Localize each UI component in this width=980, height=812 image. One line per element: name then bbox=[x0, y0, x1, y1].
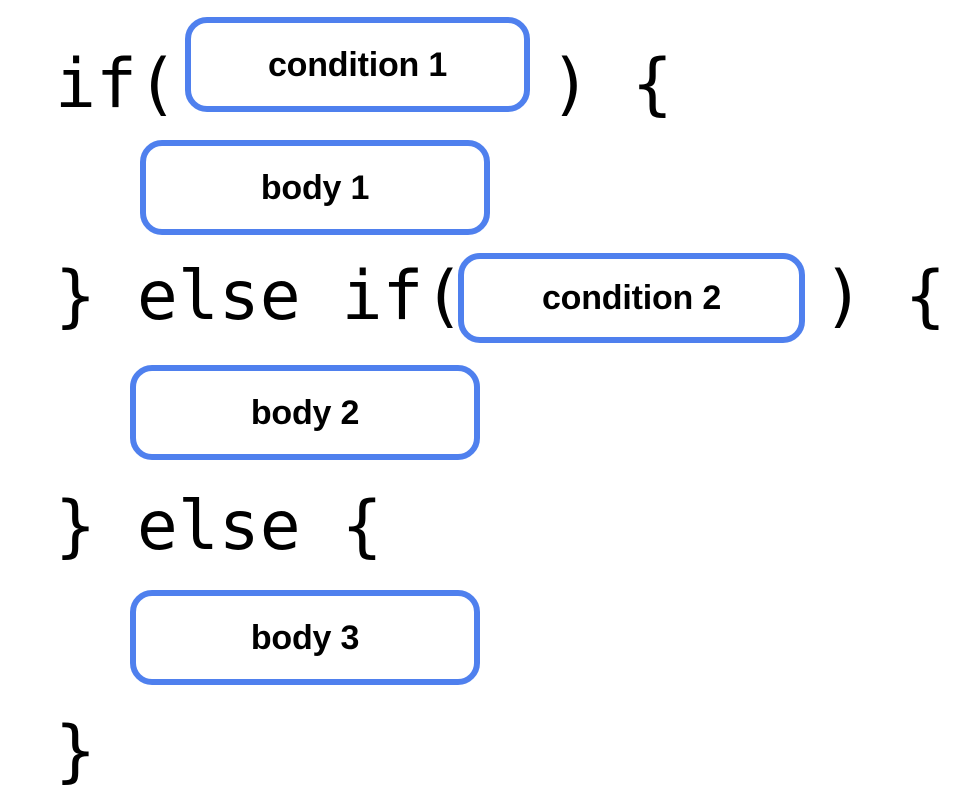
slot-body-1-label: body 1 bbox=[260, 168, 370, 207]
slot-condition-2[interactable]: condition 2 bbox=[458, 253, 805, 343]
code-token-if-open: if( bbox=[55, 45, 178, 124]
slot-body-3-label: body 3 bbox=[250, 618, 360, 657]
slot-body-2[interactable]: body 2 bbox=[130, 365, 480, 460]
slot-condition-2-label: condition 2 bbox=[541, 279, 722, 317]
code-token-closing-brace: } bbox=[55, 712, 96, 791]
slot-body-2-label: body 2 bbox=[250, 393, 360, 432]
code-token-if-close: ) { bbox=[550, 45, 673, 124]
code-token-else-if-close: ) { bbox=[823, 257, 946, 336]
code-token-else: } else { bbox=[55, 487, 383, 566]
slot-body-1[interactable]: body 1 bbox=[140, 140, 490, 235]
code-token-else-if-open: } else if( bbox=[55, 257, 465, 336]
slot-condition-1-label: condition 1 bbox=[267, 45, 448, 84]
slot-condition-1[interactable]: condition 1 bbox=[185, 17, 530, 112]
slot-body-3[interactable]: body 3 bbox=[130, 590, 480, 685]
